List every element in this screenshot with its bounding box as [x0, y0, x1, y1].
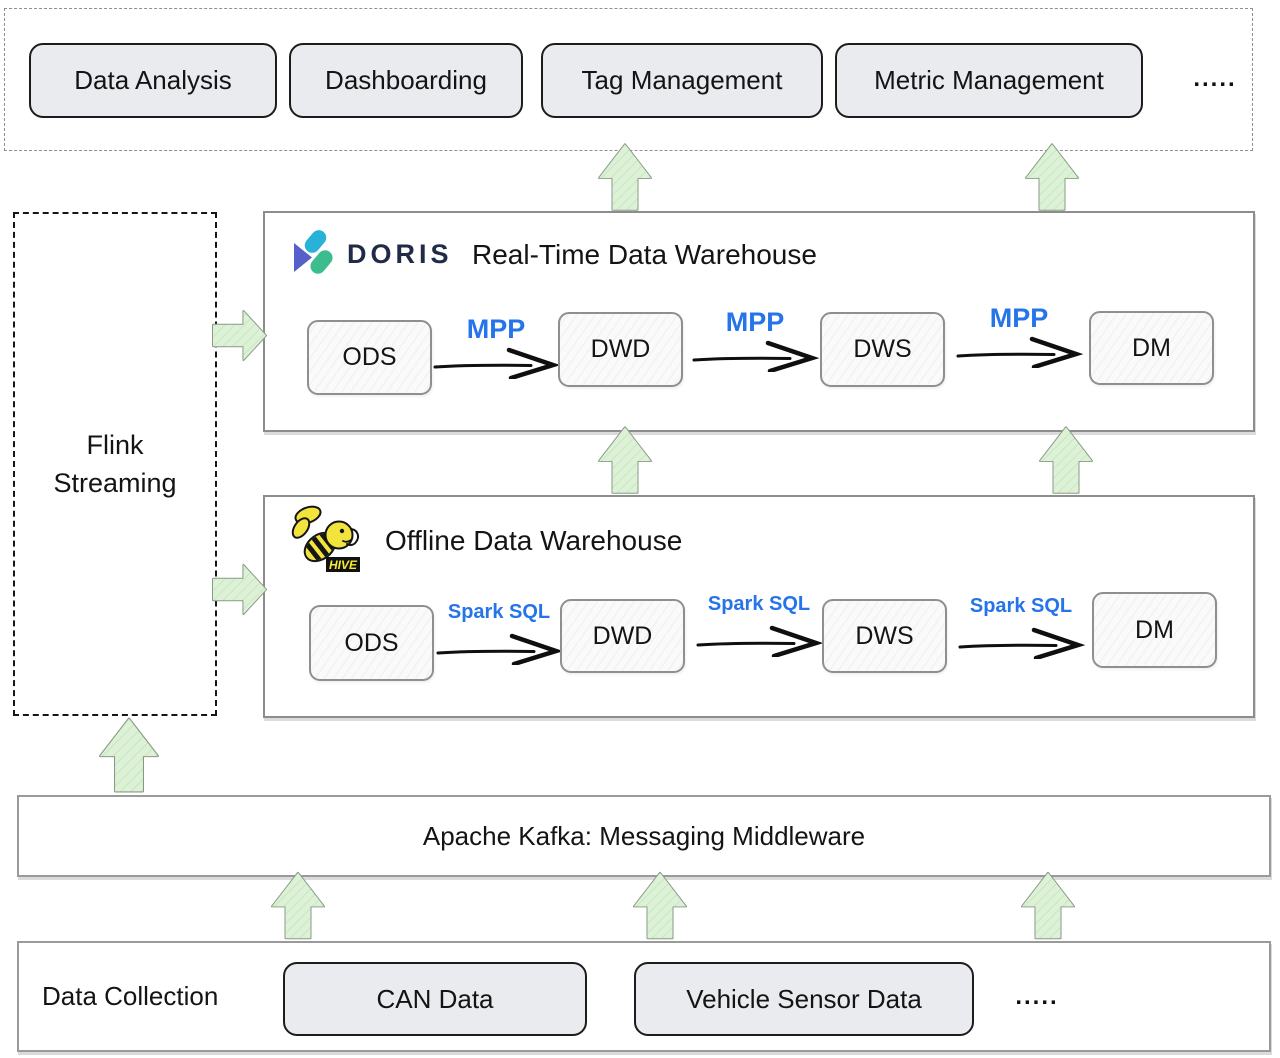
hive-logo-icon: HIVE — [291, 505, 360, 572]
doris-edge-dwd-dws: MPP — [690, 307, 820, 373]
applications-panel: Data Analysis Dashboarding Tag Managemen… — [4, 8, 1253, 151]
app-box-tag-management: Tag Management — [541, 43, 823, 118]
flink-label-line1: Flink — [86, 430, 144, 460]
up-arrow-icon — [271, 870, 325, 941]
app-label: Data Analysis — [74, 65, 232, 95]
data-source-label: CAN Data — [376, 983, 494, 1014]
edge-label: Spark SQL — [447, 601, 551, 623]
app-box-dashboarding: Dashboarding — [289, 43, 523, 118]
can-data-box: CAN Data — [283, 962, 587, 1036]
doris-node-dm: DM — [1089, 311, 1214, 385]
app-label: Tag Management — [581, 65, 783, 95]
doris-edge-ods-dwd: MPP — [432, 314, 560, 380]
flow-arrow-icon — [433, 347, 560, 380]
flink-streaming-box: Flink Streaming — [13, 212, 217, 716]
edge-label: MPP — [989, 303, 1049, 333]
hive-edge-dwd-dws: Spark SQL — [693, 593, 825, 657]
hive-offline-warehouse-box: HIVE Offline Data Warehouse ODS Spark SQ… — [263, 495, 1255, 718]
node-label: DM — [1132, 333, 1171, 362]
up-arrow-icon — [99, 716, 159, 794]
doris-warehouse-title: Real-Time Data Warehouse — [472, 239, 817, 270]
app-label: Metric Management — [874, 65, 1104, 95]
doris-edge-dws-dm: MPP — [953, 303, 1085, 369]
app-box-metric-management: Metric Management — [835, 43, 1143, 118]
node-label: ODS — [344, 628, 399, 657]
up-arrow-icon — [1021, 870, 1075, 941]
app-label: Dashboarding — [325, 65, 487, 95]
doris-realtime-warehouse-box: DORIS Real-Time Data Warehouse ODS MPP D… — [263, 211, 1255, 432]
hive-node-dwd: DWD — [560, 599, 685, 673]
flow-arrow-icon — [958, 627, 1085, 659]
kafka-title: Apache Kafka: Messaging Middleware — [422, 820, 866, 851]
flow-arrow-icon — [696, 625, 823, 657]
vehicle-sensor-data-box: Vehicle Sensor Data — [634, 962, 974, 1036]
doris-logo-icon — [294, 230, 333, 274]
node-label: DWS — [855, 621, 914, 650]
flow-arrow-icon — [436, 633, 563, 665]
hive-edge-ods-dwd: Spark SQL — [435, 601, 563, 665]
node-label: DM — [1135, 615, 1174, 644]
doris-node-ods: ODS — [307, 320, 432, 395]
collection-ellipsis: ..... — [1015, 983, 1059, 1010]
edge-label: MPP — [725, 307, 785, 337]
kafka-middleware-bar: Apache Kafka: Messaging Middleware — [17, 795, 1271, 877]
right-arrow-icon — [211, 309, 268, 362]
hive-warehouse-title: Offline Data Warehouse — [385, 525, 683, 556]
up-arrow-icon — [598, 142, 652, 212]
up-arrow-icon — [598, 424, 652, 496]
data-source-label: Vehicle Sensor Data — [686, 983, 922, 1014]
node-label: DWS — [853, 335, 912, 363]
flink-label-line2: Streaming — [53, 468, 177, 498]
flow-arrow-icon — [692, 340, 819, 373]
data-collection-bar: Data Collection CAN Data Vehicle Sensor … — [17, 941, 1271, 1052]
data-collection-title: Data Collection — [42, 981, 219, 1011]
apps-ellipsis: ..... — [1193, 64, 1237, 92]
hive-node-dws: DWS — [822, 599, 947, 673]
hive-node-ods: ODS — [309, 605, 434, 681]
app-box-data-analysis: Data Analysis — [29, 43, 277, 118]
up-arrow-icon — [633, 870, 687, 941]
hive-edge-dws-dm: Spark SQL — [957, 595, 1085, 659]
edge-label: Spark SQL — [969, 595, 1073, 617]
hive-brand-wordmark: HIVE — [329, 558, 358, 572]
node-label: DWD — [590, 335, 651, 363]
doris-node-dws: DWS — [820, 312, 945, 387]
flow-arrow-icon — [956, 336, 1083, 369]
up-arrow-icon — [1025, 142, 1079, 212]
edge-label: Spark SQL — [707, 593, 811, 615]
up-arrow-icon — [1039, 424, 1093, 496]
doris-brand-wordmark: DORIS — [347, 239, 453, 269]
node-label: ODS — [342, 343, 397, 371]
doris-node-dwd: DWD — [558, 312, 683, 387]
hive-node-dm: DM — [1092, 592, 1217, 668]
right-arrow-icon — [211, 563, 268, 616]
node-label: DWD — [592, 621, 653, 650]
edge-label: MPP — [466, 314, 526, 344]
